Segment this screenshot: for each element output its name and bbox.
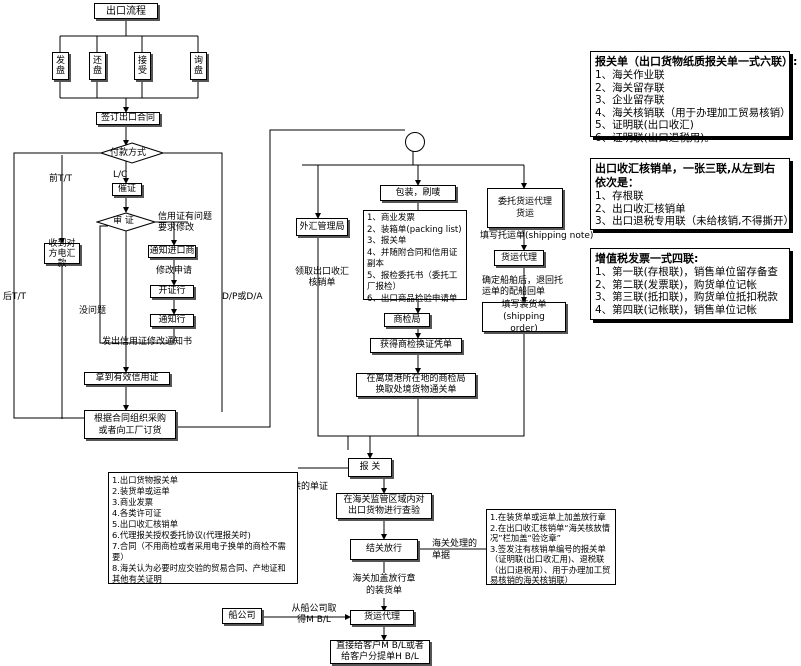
doc-item: 1、商业发票: [367, 213, 415, 223]
purchase-box: 根据合同组织采购或者向工厂订货: [84, 410, 176, 439]
customs-action-item: 1.在装货单或运单上加盖放行章: [490, 512, 606, 522]
declaration-item: 5、证明联(出口收汇): [595, 119, 694, 131]
vat-item: 3、第三联(抵扣联)，购货单位抵扣税款: [595, 291, 778, 303]
issuing-bank-box: 开证行: [150, 285, 194, 298]
doc-item: 6、出口商品检验申请单: [367, 293, 458, 304]
from-shipping-label: 从船公司取得M B/L: [291, 604, 337, 625]
customs-doc-item: 6.代理报关授权委托协议(代理报关时): [112, 530, 251, 540]
offer-box: 发盘: [52, 52, 69, 80]
release-box: 结关放行: [350, 539, 418, 560]
customs-doc-item: 4.各类许可证: [112, 508, 162, 518]
declaration-item: 1、海关作业联: [595, 69, 665, 81]
customs-doc-item: 3.商业发票: [112, 497, 154, 507]
confirm-ship-label: 确定船舶后，退回托运单的配船回单: [482, 276, 564, 297]
customs-processing-label: 海关处理的单据: [432, 539, 478, 561]
urge-lc-box: 催证: [112, 183, 142, 196]
review-label: 审 证: [113, 216, 134, 226]
customs-box: 报 关: [348, 458, 392, 477]
payment-diamond: [100, 142, 164, 164]
vat-title: 增值税发票一式四联:: [595, 252, 699, 265]
get-verification-label: 领取出口收汇核销单: [294, 267, 349, 288]
declaration-title: 报关单（出口货物纸质报关单一式六联）:: [595, 55, 798, 68]
need-amend-label: 信用证有问题要求修改: [158, 212, 213, 233]
customs-clearance-box: 在离境港所在地的商检局换取处境货物通关单: [356, 373, 476, 397]
customs-doc-item: 1.出口货物报关单: [112, 475, 178, 485]
customs-action-item: 2.在出口收汇核销单“海关核放情况”栏加盖“验讫章”: [490, 522, 611, 544]
customs-doc-item: 7.合同（不用商检或者采用电子换单的商检不需要）: [112, 541, 286, 562]
inquiry-box: 询盘: [190, 52, 207, 80]
doc-item: 4、并随附合同和信用证副本: [367, 247, 458, 270]
declaration-item: 6、证明联(出口退税用)。: [595, 131, 715, 144]
verification-panel: 出口收汇核销单，一张三联,从左到右依次是： 1、存根联 2、出口收汇核销单 3、…: [590, 158, 795, 230]
review-diamond: [96, 212, 156, 232]
fill-shipping-note-label: 填写托运单(shipping note): [480, 231, 594, 241]
customs-doc-item: 8.海关认为必要时应交验的贸易合同、产地证和其他有关证明: [112, 563, 286, 584]
acceptance-box: 接受: [134, 52, 151, 80]
pre-tt-label: 前T/T: [49, 174, 73, 184]
inspection-bureau-box: 商检局: [384, 313, 430, 327]
verification-item: 1、存根联: [595, 190, 644, 202]
get-certificate-box: 获得商检换证凭单: [370, 338, 462, 353]
doc-item: 3、报关单: [367, 236, 407, 246]
amend-request-label: 修改申请: [156, 266, 193, 276]
valid-lc-box: 拿到有效信用证: [84, 372, 170, 385]
notify-importer-box: 通知进口商: [148, 245, 196, 258]
final-step-box: 直接给客户M B/L或者给客户分提单H B/L: [330, 640, 430, 664]
no-problem-label: 没问题: [79, 306, 107, 316]
payment-label: 付款方式: [110, 148, 147, 158]
customs-docs-list: 1.出口货物报关单 2.装货单或运单 3.商业发票 4.各类许可证 5.出口收汇…: [108, 472, 298, 584]
forwarder2-box: 货运代理: [350, 610, 414, 625]
receive-tt-box: 收到对方电汇款: [44, 239, 80, 269]
docs-list: 1、商业发票 2、装箱单(packing list) 3、报关单 4、并随附合同…: [363, 210, 467, 304]
packing-box: 包装，刷唛: [380, 185, 456, 201]
verification-item: 3、出口退税专用联（未给核销,不得撕开）: [595, 215, 795, 227]
lc-label: L/C: [113, 170, 128, 180]
forwarder-agent-box: 委托货运代理货运: [487, 188, 563, 228]
freight-agent-box: 货运代理: [494, 250, 544, 266]
verification-title: 出口收汇核销单，一张三联,从左到右依次是：: [595, 162, 776, 189]
shipping-order-box: 填写装货单(shipping order): [482, 300, 566, 334]
merge-circle: [405, 132, 425, 152]
declaration-panel: 报关单（出口货物纸质报关单一式六联）: 1、海关作业联 2、海关留存联 3、企业…: [590, 51, 798, 144]
customs-action-item: 3.签发注有核销单编号的报关单（证明联(出口收汇用)、退税联（出口退税用）、用于…: [490, 543, 611, 586]
post-tt-label: 后T/T: [3, 292, 27, 302]
customs-doc-item: 2.装货单或运单: [112, 486, 170, 496]
vat-panel: 增值税发票一式四联: 1、第一联(存根联)，销售单位留存备查 2、第二联(发票联…: [590, 248, 790, 320]
advising-bank-box: 通知行: [150, 314, 194, 327]
vat-item: 4、第四联(记帐联)，销售单位记帐: [595, 303, 757, 316]
verification-item: 2、出口收汇核销单: [595, 202, 686, 215]
declaration-item: 4、海关核销联（用于办理加工贸易核销）: [595, 106, 791, 119]
dp-da-label: D/P或D/A: [222, 292, 263, 302]
doc-item: 5、报检委托书（委托工厂报检）: [367, 270, 458, 293]
declaration-item: 2、海关留存联: [595, 81, 665, 94]
customs-doc-item: 5.出口收汇核销单: [112, 519, 178, 529]
vat-item: 2、第二联(发票联)，购货单位记帐: [595, 278, 757, 291]
vat-item: 1、第一联(存根联)，销售单位留存备查: [595, 266, 778, 278]
fx-bureau-box: 外汇管理局: [296, 218, 348, 236]
amend-notice-label: 发出信用证修改通知书: [102, 337, 193, 347]
sign-contract-box: 签订出口合同: [96, 112, 160, 125]
doc-item: 2、装箱单(packing list): [367, 224, 462, 235]
inspection-release-box: 在海关监管区域内对出口货物进行查验: [336, 493, 432, 519]
declaration-item: 3、企业留存联: [595, 94, 665, 106]
counter-offer-box: 还盘: [89, 52, 106, 80]
customs-actions-list: 1.在装货单或运单上加盖放行章 2.在出口收汇核销单“海关核放情况”栏加盖“验讫…: [486, 509, 616, 585]
shipping-company-box: 船公司: [222, 608, 262, 624]
start-node: 出口流程: [94, 3, 158, 19]
stamped-order-label: 海关加盖放行章的装货单: [352, 574, 416, 596]
